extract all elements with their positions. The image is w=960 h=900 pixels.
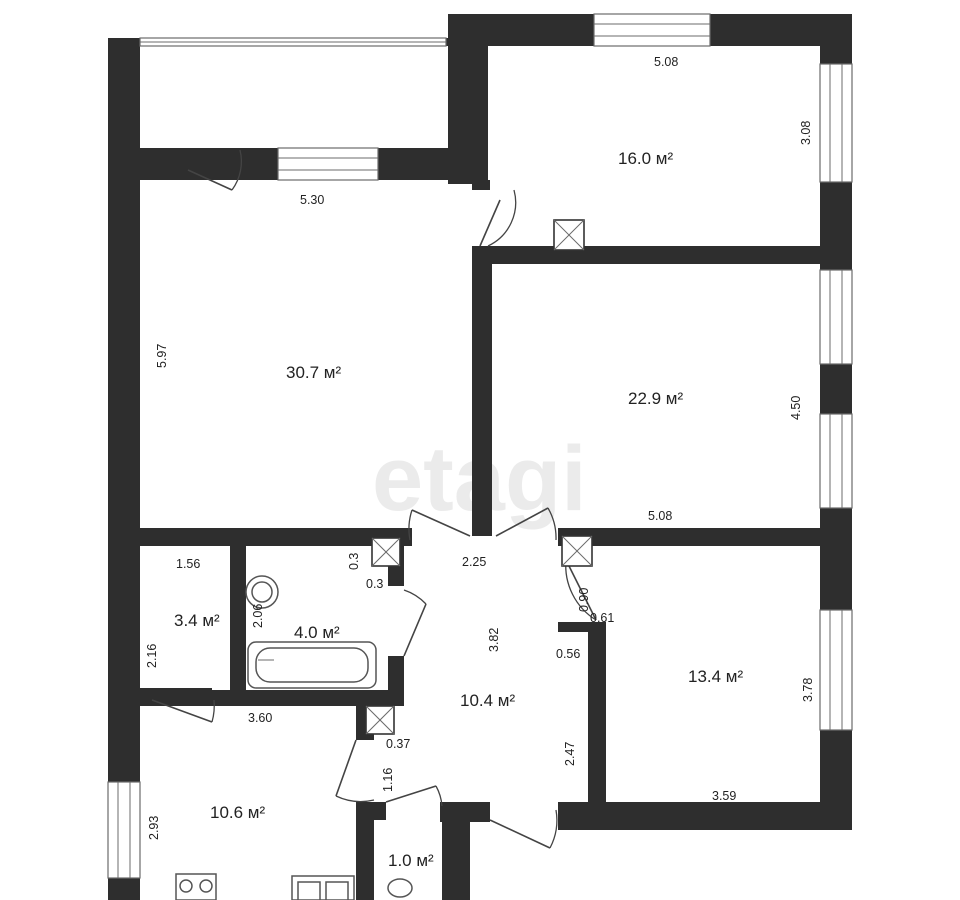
dim-label: 1.16	[381, 768, 395, 792]
room-area-10-6: 10.6 м²	[210, 803, 265, 822]
dim-label: 0.3	[366, 577, 383, 591]
toilet	[387, 878, 413, 898]
dim-label: 3.82	[487, 628, 501, 652]
dim-label: 5.08	[654, 55, 678, 69]
dim-label: 4.50	[789, 396, 803, 420]
room-area-22-9: 22.9 м²	[628, 389, 683, 408]
room-area-16-0: 16.0 м²	[618, 149, 673, 168]
dim-label: 2.25	[462, 555, 486, 569]
room-area-10-4: 10.4 м²	[460, 691, 515, 710]
stove	[175, 873, 217, 900]
dim-label: 3.59	[712, 789, 736, 803]
room-area-3-4: 3.4 м²	[174, 611, 220, 630]
washbasin	[245, 575, 279, 609]
dim-label: 5.08	[648, 509, 672, 523]
dim-label: 5.97	[155, 344, 169, 368]
dim-label: 2.47	[563, 742, 577, 766]
dim-label: 0.61	[590, 611, 614, 625]
windows	[107, 13, 853, 879]
room-area-30-7: 30.7 м²	[286, 363, 341, 382]
walls	[108, 14, 852, 900]
dim-label: 0.37	[386, 737, 410, 751]
room-area-labels: 16.0 м² 30.7 м² 22.9 м² 3.4 м² 4.0 м² 10…	[174, 149, 743, 870]
dim-label: 0.90	[577, 588, 591, 612]
dim-label: 0.3	[347, 553, 361, 570]
dim-label: 1.56	[176, 557, 200, 571]
sink	[291, 875, 355, 900]
vents	[365, 219, 593, 735]
room-area-13-4: 13.4 м²	[688, 667, 743, 686]
dim-label: 2.93	[147, 816, 161, 840]
dim-label: 3.60	[248, 711, 272, 725]
dim-label: 3.08	[799, 121, 813, 145]
room-area-4-0: 4.0 м²	[294, 623, 340, 642]
fixtures	[175, 575, 413, 900]
bathtub	[247, 641, 377, 689]
dim-label: 2.16	[145, 644, 159, 668]
doors	[151, 149, 597, 849]
dimension-labels: 5.08 3.08 5.30 5.97 4.50 5.08 1.56 0.3 0…	[145, 55, 815, 840]
room-area-1-0: 1.0 м²	[388, 851, 434, 870]
dim-label: 5.30	[300, 193, 324, 207]
dim-label: 0.56	[556, 647, 580, 661]
dim-label: 2.06	[251, 604, 265, 628]
dim-label: 3.78	[801, 678, 815, 702]
